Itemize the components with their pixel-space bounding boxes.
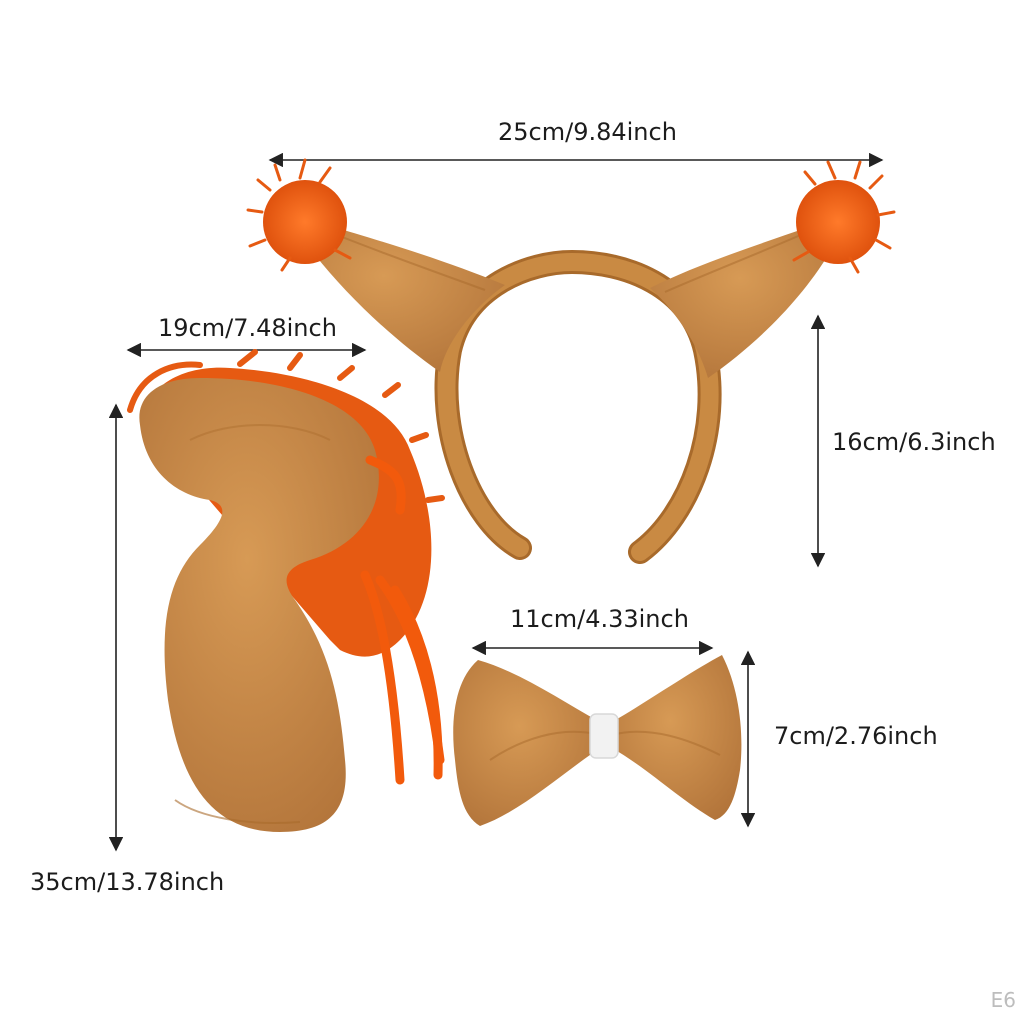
headband-height-label: 16cm/6.3inch: [832, 428, 996, 456]
bowtie-width-label: 11cm/4.33inch: [510, 605, 689, 633]
headband-width-label: 25cm/9.84inch: [498, 118, 677, 146]
bow-tie: [453, 655, 742, 826]
bowtie-height-label: 7cm/2.76inch: [774, 722, 938, 750]
tail-width-label: 19cm/7.48inch: [158, 314, 337, 342]
right-ear-fur-tuft: [792, 160, 896, 274]
squirrel-ears-headband: [246, 158, 896, 564]
tail-ribbon: [360, 455, 445, 785]
right-ear: [650, 212, 850, 378]
bow-tie-knot: [589, 713, 619, 759]
dimension-arrows: [108, 152, 884, 852]
watermark: E6: [990, 988, 1016, 1012]
bow-tie-left-wing: [453, 660, 600, 826]
tail-height-label: 35cm/13.78inch: [30, 868, 225, 896]
left-ear-fur-tuft: [246, 158, 352, 272]
squirrel-tail: [127, 349, 445, 832]
